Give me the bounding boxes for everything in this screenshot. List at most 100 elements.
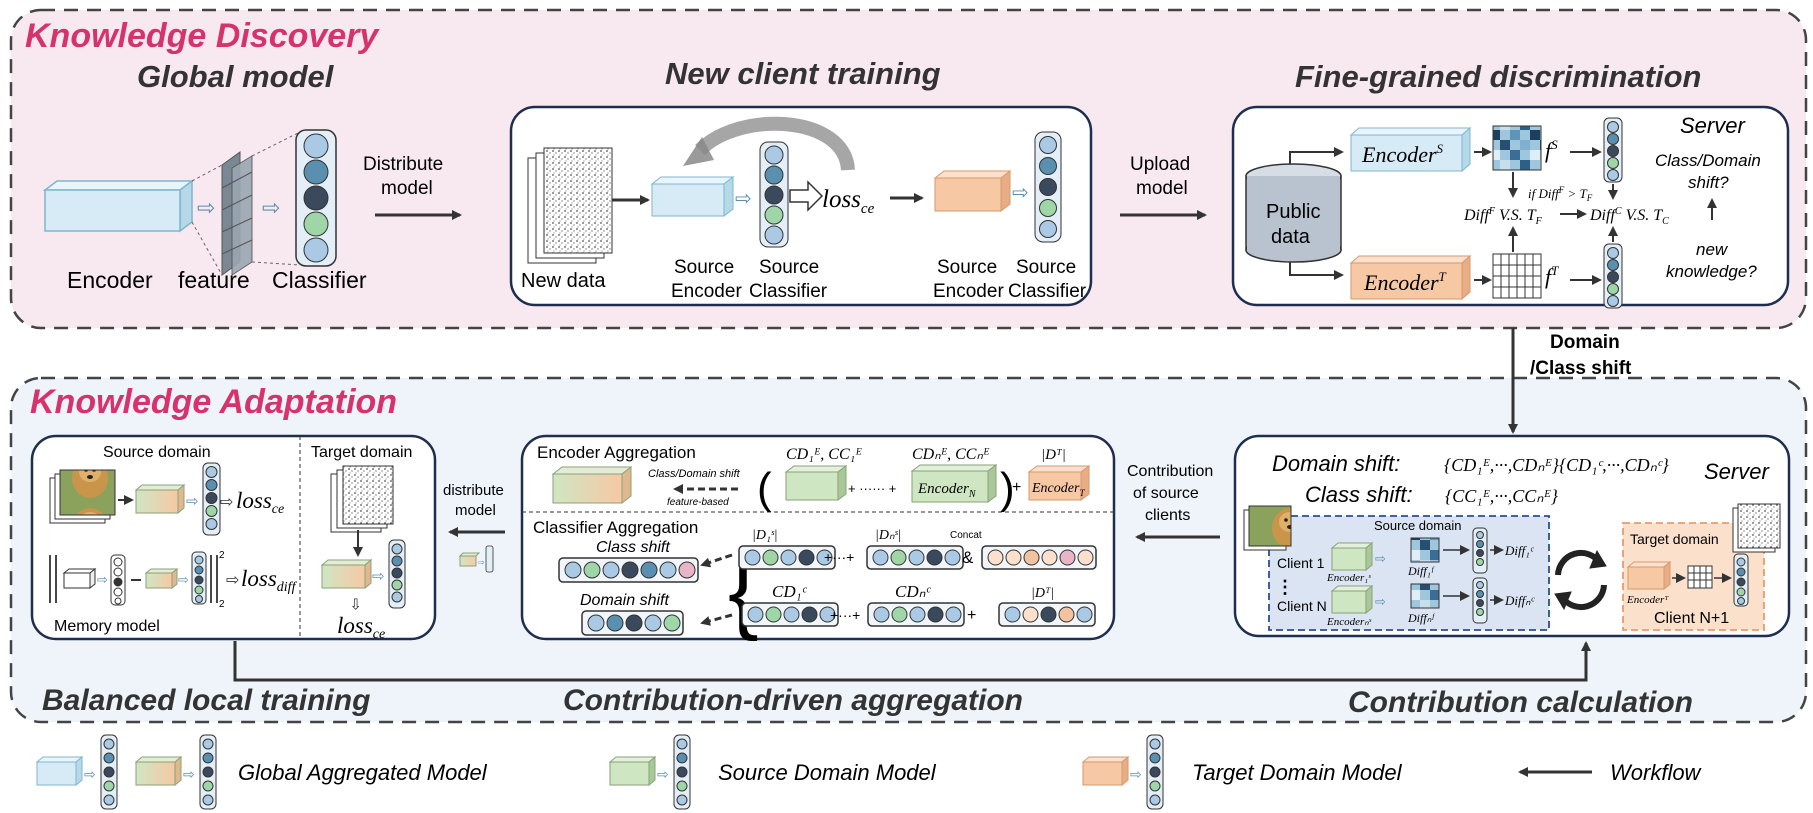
classifier-neuron: [583, 561, 601, 579]
contribution-label-2: of source: [1133, 485, 1199, 502]
balanced-source-images: [49, 469, 116, 524]
classifier-neuron: [780, 549, 797, 566]
agg-src-encoder-1: [784, 465, 848, 501]
classifier-neuron: [678, 561, 696, 579]
classifier-neuron: [765, 606, 782, 623]
cls-dns: |Dₙˢ|: [875, 528, 901, 543]
distribute-label-2: model: [381, 178, 433, 199]
calc-heat-1: [1410, 537, 1440, 563]
cls-cdnc: CDₙᶜ: [895, 582, 931, 601]
global-encoder-block: [42, 179, 195, 233]
calc-diffnc: Diffₙᶜ: [1504, 593, 1535, 608]
src-encoder-label-2: Encoder: [671, 281, 742, 302]
fine-grained-title: Fine-grained discrimination: [1295, 59, 1702, 94]
cls-cd1c: CD₁ᶜ: [772, 582, 808, 601]
legend-global-label: Global Aggregated Model: [238, 760, 488, 785]
upload-label-1: Upload: [1130, 154, 1190, 175]
calc-cls-n: [1472, 577, 1488, 624]
new-client-loss: lossce: [822, 186, 875, 217]
new-client-src-encoder-2: [933, 169, 1012, 213]
classifier-neuron: [747, 606, 764, 623]
calc-vdots: ⋮: [1276, 577, 1294, 597]
cls-concat-bar: [981, 545, 1097, 570]
class-shift-dashed-arrow: [700, 553, 733, 568]
cls-src-bar-n2: [867, 602, 965, 627]
target-loss-arrow: ⇨: [347, 598, 364, 611]
classifier-neuron: [891, 606, 908, 623]
class-shift-classifier: [558, 557, 699, 583]
calc-arrow-n: ⇨: [1375, 594, 1386, 609]
agg-dots: + ······ +: [848, 481, 896, 496]
agg-cdn-ce: CDₙᴱ, CCₙᴱ: [912, 446, 990, 463]
src-classifier2-label-2: Classifier: [1008, 281, 1087, 302]
agg-cd1-ce: CD₁ᴱ, CC₁ᴱ: [786, 446, 862, 463]
encoder-t-label: EncoderT: [1363, 269, 1447, 295]
calc-enc-s1: [1330, 541, 1374, 572]
calc-cls-1: [1472, 527, 1488, 574]
agg-plus: +: [1012, 479, 1021, 496]
legend-source-cls: [673, 734, 691, 810]
calc-domain-shift-set: {CD₁ᴱ,···,CDₙᴱ}{CD₁ᶜ,···,CDₙᶜ}: [1444, 455, 1670, 475]
global-feature-label: feature: [178, 267, 250, 293]
classifier-neuron: [819, 606, 836, 623]
classifier-neuron: [744, 549, 761, 566]
classifier-neuron: [644, 614, 662, 632]
new-data-images: [527, 147, 613, 264]
adapt-distribute-1: distribute: [443, 482, 504, 499]
calc-arrow-1: ⇨: [1375, 551, 1386, 566]
new-knowledge-2: knowledge?: [1666, 262, 1757, 281]
norm-square: 2: [219, 550, 225, 561]
global-classifier: [295, 129, 337, 267]
calc-server: Server: [1704, 459, 1770, 484]
classifier-neuron: [798, 549, 815, 566]
calc-source-images: [1243, 505, 1292, 551]
classifier-neuron: [1004, 606, 1021, 623]
classifier-neuron: [945, 606, 962, 623]
balanced-target-domain: Target domain: [311, 444, 412, 461]
encoder-t-block: [1349, 254, 1472, 301]
aggregation-title: Contribution-driven aggregation: [563, 684, 1023, 717]
calc-target-grid: [1687, 565, 1713, 589]
classifier-neuron: [762, 549, 779, 566]
classifier-neuron: [1005, 549, 1022, 566]
classifier-neuron: [908, 549, 925, 566]
shift-question-1: Class/Domain: [1655, 151, 1761, 170]
classifier-neuron: [1076, 606, 1093, 623]
norm-bars-left: [49, 555, 57, 603]
current-classifier: [191, 551, 207, 605]
classifier-neuron: [987, 549, 1004, 566]
fg-classifier-t: [1603, 243, 1623, 309]
balanced-loss-arrow: ⇨: [220, 494, 233, 511]
classifier-neuron: [1077, 549, 1094, 566]
calc-cycle-icon: [1554, 549, 1607, 611]
shift-question-2: shift?: [1688, 173, 1729, 192]
classifier-neuron: [663, 614, 681, 632]
calc-target-encoder: [1626, 560, 1672, 591]
backprop-arrow-head: [683, 137, 714, 166]
domain-shift-classifier: [581, 610, 684, 636]
global-forward-arrow-2: ⇨: [262, 195, 280, 220]
src-encoder2-label-2: Encoder: [933, 281, 1004, 302]
legend-target-arrow: ⇨: [1130, 766, 1142, 782]
calc-class-shift-eq: Class shift:: [1305, 482, 1413, 507]
src-classifier2-label-1: Source: [1016, 257, 1076, 278]
legend-source-arrow: ⇨: [657, 766, 669, 782]
calc-diffnf: Diffₙᶠ: [1407, 611, 1435, 625]
balanced-loss-diff: lossdiff: [241, 566, 298, 595]
domain-shift-dashed-arrow: [700, 613, 733, 626]
agg-bracket-open: (: [757, 464, 772, 513]
calc-client-n1: Client N+1: [1654, 610, 1729, 627]
cls-tgt-bar: [998, 602, 1096, 627]
domain-shift-label-2: /Class shift: [1530, 358, 1632, 379]
new-knowledge-1: new: [1696, 240, 1729, 259]
cls-concat: Concat: [950, 530, 982, 541]
legend-target-enc: [1081, 755, 1130, 787]
backprop-arrow: [695, 116, 855, 172]
agg-enc-t-label: EncoderT: [1031, 481, 1085, 498]
calc-enc-sn-label: Encoderₙˢ: [1326, 616, 1372, 628]
agg-src-encoder-n: [910, 464, 998, 503]
global-model-title: Global model: [137, 59, 335, 94]
public-data-label-2: data: [1271, 226, 1311, 248]
classifier-neuron: [890, 549, 907, 566]
classifier-neuron: [873, 606, 890, 623]
